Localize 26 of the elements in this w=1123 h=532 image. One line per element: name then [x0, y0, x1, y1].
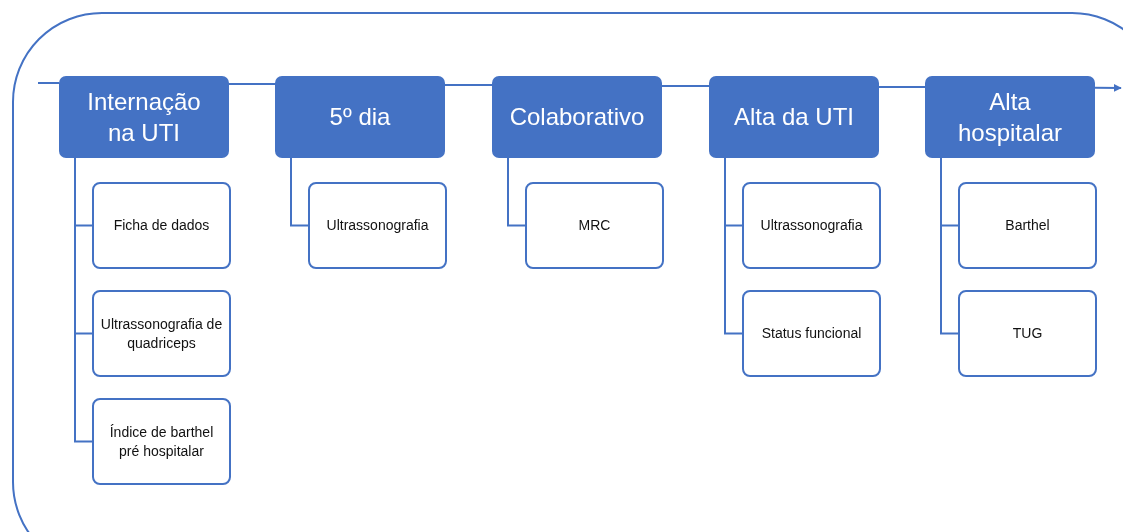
- connector-line: [444, 83, 493, 87]
- stage-box: Alta da UTI: [709, 76, 879, 158]
- stage-box: 5º dia: [275, 76, 445, 158]
- connector-line: [661, 84, 710, 88]
- connector-line: [878, 85, 926, 89]
- arrow: [1094, 83, 1122, 92]
- item-box: Ficha de dados: [92, 182, 231, 269]
- stage-box: Alta hospitalar: [925, 76, 1095, 158]
- item-box: Ultrassonografia: [742, 182, 881, 269]
- item-box: Status funcional: [742, 290, 881, 377]
- connector-line: [507, 157, 526, 227]
- rounded-frame: [12, 12, 1123, 532]
- item-box: Barthel: [958, 182, 1097, 269]
- item-box: TUG: [958, 290, 1097, 377]
- connector-line: [724, 157, 743, 335]
- item-box: Ultrassonografia: [308, 182, 447, 269]
- stage-box: Colaborativo: [492, 76, 662, 158]
- item-box: Ultrassonografia de quadriceps: [92, 290, 231, 377]
- connector-line: [290, 157, 309, 227]
- connector-line: [74, 157, 93, 443]
- connector-line: [37, 82, 60, 85]
- stage-box: Internação na UTI: [59, 76, 229, 158]
- connector-line: [228, 82, 276, 86]
- item-box: Índice de barthel pré hospitalar: [92, 398, 231, 485]
- item-box: MRC: [525, 182, 664, 269]
- connector-line: [940, 157, 959, 335]
